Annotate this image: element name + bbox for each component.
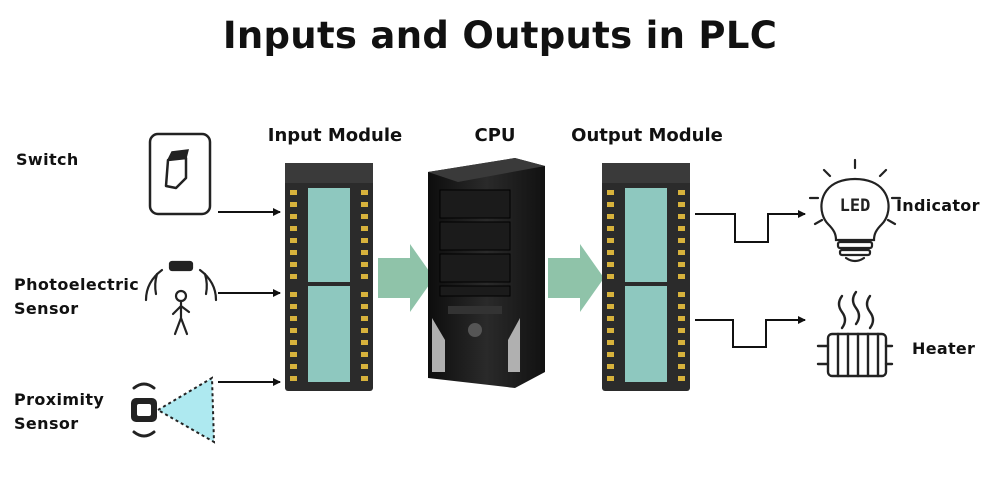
output-module-heading: Output Module [571, 125, 723, 146]
proximity-sensor-icon [131, 376, 216, 444]
proximity-label-line1: Proximity [14, 390, 105, 409]
output-signal-arrows [695, 210, 806, 348]
switch-icon [148, 132, 212, 216]
flow-arrow-cpu-to-output [548, 244, 604, 312]
photoelectric-sensor-icon [144, 260, 218, 336]
proximity-label-line2: Sensor [14, 414, 79, 433]
output-module [602, 163, 690, 391]
heater-label: Heater [912, 339, 976, 358]
led-bulb-icon: LED [808, 158, 902, 263]
indicator-label: Indicator [896, 196, 980, 215]
flow-arrow-input-to-cpu [378, 244, 434, 312]
led-text: LED [840, 196, 871, 216]
switch-label: Switch [16, 150, 79, 169]
input-module-heading: Input Module [267, 125, 403, 146]
diagram-title: Inputs and Outputs in PLC [222, 14, 778, 57]
photoelectric-label-line2: Sensor [14, 299, 79, 318]
input-module [285, 163, 373, 391]
cpu-heading: CPU [474, 125, 516, 146]
cpu-tower-icon [428, 158, 545, 388]
photoelectric-label-line1: Photoelectric [14, 275, 140, 294]
input-signal-arrows [218, 208, 281, 386]
heater-icon [816, 290, 894, 378]
